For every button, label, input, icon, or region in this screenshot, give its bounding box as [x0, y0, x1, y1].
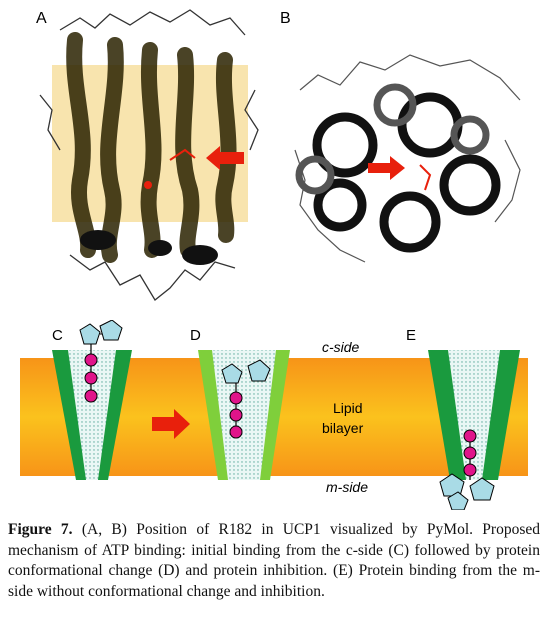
figure-label: Figure 7. — [8, 521, 73, 538]
bilayer-label: bilayer — [322, 420, 364, 436]
binding-mechanism-schematic: C D E c-side m-side Lipid bilayer — [20, 320, 528, 510]
panel-label-d: D — [190, 327, 201, 344]
red-arrow-b — [368, 156, 405, 180]
panel-label-b: B — [280, 10, 291, 27]
atp-molecule-e — [439, 429, 495, 510]
lipid-label: Lipid — [333, 400, 363, 416]
panel-label-c: C — [52, 327, 63, 344]
protein-top-view — [294, 54, 521, 263]
c-side-label: c-side — [322, 339, 360, 355]
panel-label-a: A — [36, 10, 47, 27]
red-arrow-a — [206, 146, 244, 170]
m-side-label: m-side — [326, 479, 368, 495]
panel-label-e: E — [406, 327, 416, 344]
figure-caption: Figure 7. (A, B) Position of R182 in UCP… — [8, 520, 540, 602]
atp-molecule-d — [221, 359, 271, 439]
red-arrow-cd — [152, 409, 190, 439]
caption-text: (A, B) Position of R182 in UCP1 visualiz… — [8, 521, 540, 600]
protein-side-view — [39, 9, 259, 301]
atp-molecule-c — [79, 320, 123, 403]
